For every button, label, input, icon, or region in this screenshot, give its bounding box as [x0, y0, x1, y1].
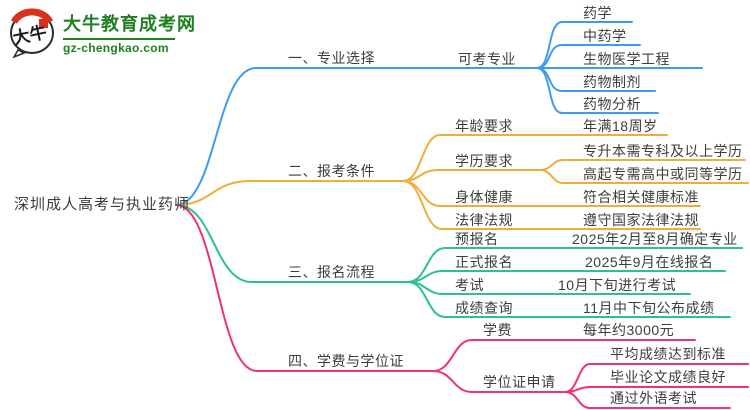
leaf-pharmaceutical-preparation[interactable]: 药物制剂: [583, 74, 641, 90]
leaf-thesis-good-score[interactable]: 毕业论文成绩良好: [610, 369, 726, 385]
link: [432, 370, 566, 393]
link: [539, 169, 749, 184]
leaf-drug-analysis[interactable]: 药物分析: [583, 96, 641, 112]
daniu-logo-icon: 大牛: [10, 8, 54, 58]
logo-divider: [63, 37, 175, 40]
link: [402, 169, 541, 182]
branch2-links: [175, 134, 749, 230]
link: [432, 339, 696, 372]
node-pre-registration[interactable]: 预报名: [455, 231, 499, 247]
branch-registration-process[interactable]: 三、报名流程: [288, 264, 375, 280]
leaf-biomedical-engineering[interactable]: 生物医学工程: [583, 51, 670, 67]
branch-application-requirements[interactable]: 二、报考条件: [288, 163, 375, 179]
node-tuition[interactable]: 学费: [483, 322, 512, 338]
node-physical-health[interactable]: 身体健康: [455, 189, 513, 205]
link: [175, 67, 538, 206]
leaf-november-results[interactable]: 11月中下旬公布成绩: [583, 300, 715, 316]
node-degree-application[interactable]: 学位证申请: [483, 374, 556, 390]
leaf-3000-yuan-per-year[interactable]: 每年约3000元: [583, 322, 675, 338]
node-official-registration[interactable]: 正式报名: [455, 254, 513, 270]
site-logo[interactable]: 大牛 大牛教育成考网 gz-chengkao.com: [8, 6, 196, 58]
node-laws-regulations[interactable]: 法律法规: [455, 212, 513, 228]
branch4-links: [175, 204, 749, 409]
link: [564, 391, 731, 409]
leaf-average-score-standard[interactable]: 平均成绩达到标准: [610, 346, 726, 362]
root-topic[interactable]: 深圳成人高考与执业药师: [14, 196, 191, 213]
leaf-pass-foreign-language[interactable]: 通过外语考试: [610, 390, 697, 406]
branch-major-selection[interactable]: 一、专业选择: [288, 50, 375, 66]
leaf-gqz-highschool[interactable]: 高起专需高中或同等学历: [583, 166, 743, 182]
node-education-requirement[interactable]: 学历要求: [455, 153, 513, 169]
branch1-links: [175, 21, 703, 206]
logo-domain: gz-chengkao.com: [63, 40, 169, 55]
link: [175, 204, 434, 372]
logo-title: 大牛教育成考网: [63, 13, 196, 34]
node-score-inquiry[interactable]: 成绩查询: [455, 300, 513, 316]
branch-tuition-degree[interactable]: 四、学费与学位证: [288, 353, 404, 369]
leaf-pharmacy[interactable]: 药学: [583, 5, 612, 21]
link: [402, 180, 701, 230]
leaf-zsb-college-degree[interactable]: 专升本需专科及以上学历: [583, 143, 743, 159]
leaf-feb-aug-confirm-major[interactable]: 2025年2月至8月确定专业: [572, 231, 738, 247]
leaf-late-october-exam[interactable]: 10月下旬进行考试: [558, 277, 677, 293]
node-age-requirement[interactable]: 年龄要求: [455, 118, 513, 134]
leaf-health-standards[interactable]: 符合相关健康标准: [583, 189, 699, 205]
link: [402, 134, 668, 182]
leaf-age-18[interactable]: 年满18周岁: [583, 118, 658, 134]
node-eligible-majors[interactable]: 可考专业: [458, 51, 516, 67]
link: [407, 281, 731, 318]
link: [536, 67, 659, 114]
leaf-abide-laws[interactable]: 遵守国家法律法规: [583, 212, 699, 228]
link: [175, 180, 404, 206]
node-exam[interactable]: 考试: [455, 277, 484, 293]
branch3-links: [175, 204, 743, 318]
leaf-sep-online-registration[interactable]: 2025年9月在线报名: [585, 254, 714, 270]
link: [175, 204, 409, 283]
leaf-tcm-pharmacy[interactable]: 中药学: [583, 28, 627, 44]
